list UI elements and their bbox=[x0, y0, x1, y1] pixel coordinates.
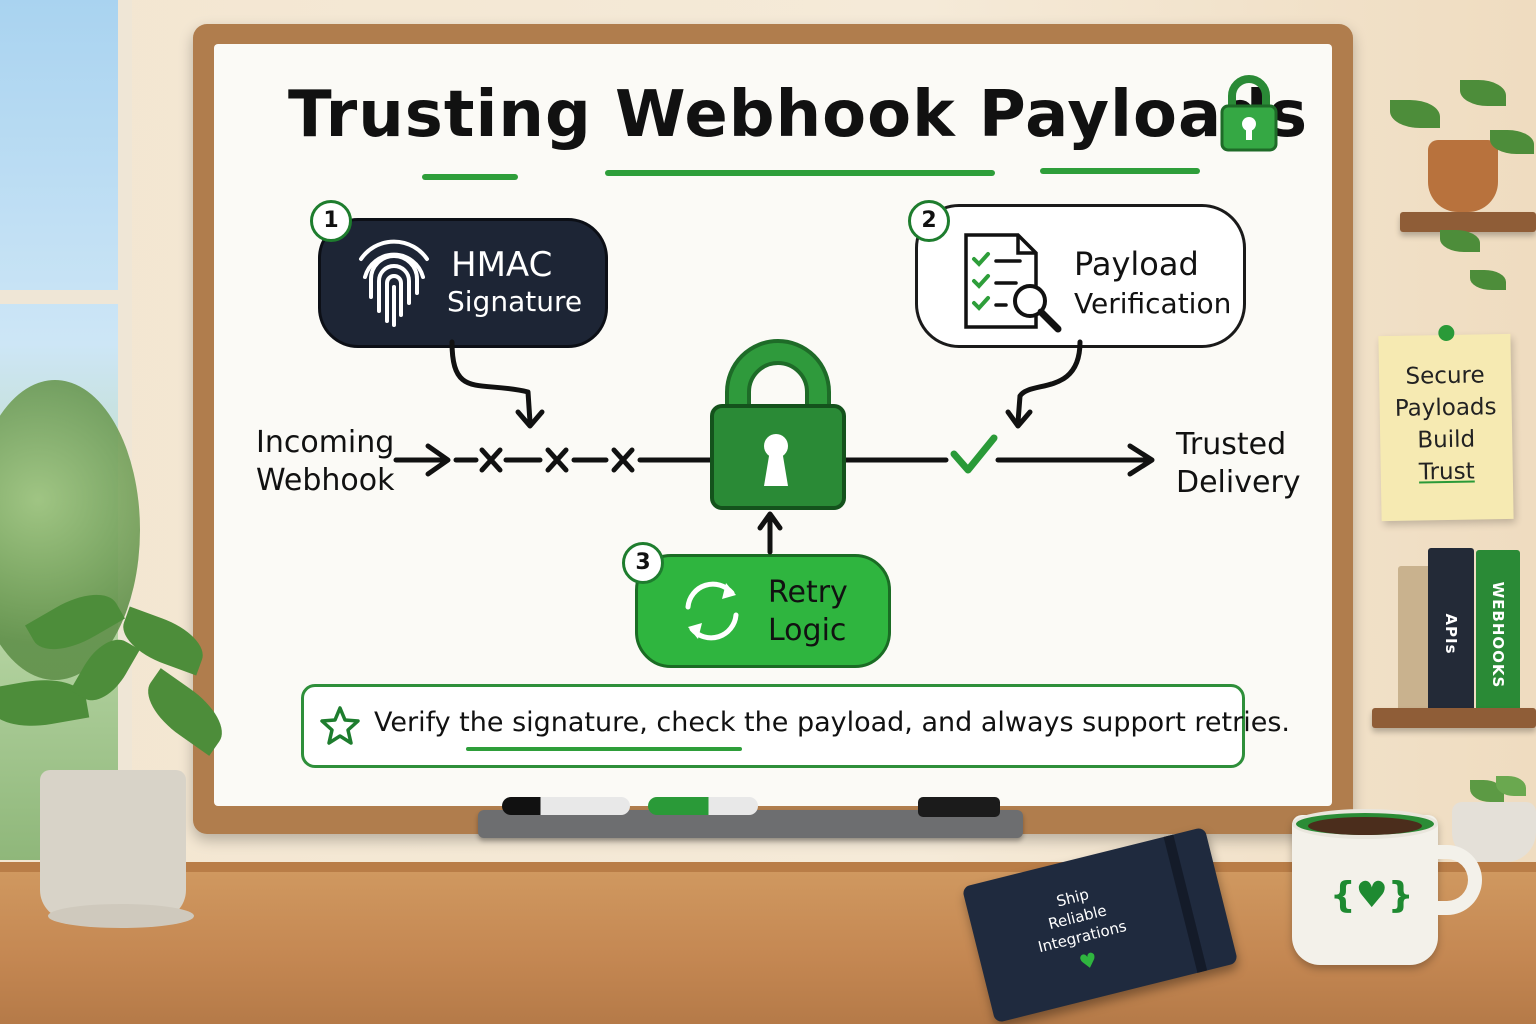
title-lock-icon bbox=[1220, 75, 1278, 152]
retry-icon bbox=[685, 581, 739, 641]
step-1-line-1: HMAC bbox=[451, 245, 553, 285]
payload-verification-bubble: Payload Verification bbox=[915, 204, 1246, 348]
flow-end-label: Trusted Delivery bbox=[1176, 426, 1301, 502]
tamper-x-mark bbox=[545, 447, 569, 473]
step-2-connector-head bbox=[1005, 409, 1033, 429]
eraser bbox=[918, 797, 1000, 817]
flow-start-line-2: Webhook bbox=[256, 463, 395, 498]
central-lock-icon bbox=[710, 339, 846, 510]
notebook-band bbox=[1163, 834, 1208, 973]
sticky-line-3: Build bbox=[1417, 426, 1476, 454]
window-mullion bbox=[0, 290, 118, 304]
step-2-line-1: Payload bbox=[1074, 245, 1199, 283]
summary-underline bbox=[466, 747, 742, 751]
heart-icon: ♥ bbox=[1076, 947, 1100, 975]
summary-callout: Verify the signature, check the payload,… bbox=[301, 684, 1290, 768]
mug-logo-icon: {♥} bbox=[1330, 875, 1414, 916]
step-1-connector-head bbox=[515, 409, 545, 429]
succulent-leaf bbox=[1496, 776, 1526, 796]
plant-leaf bbox=[1390, 100, 1440, 128]
summary-text: Verify the signature, check the payload,… bbox=[374, 707, 1290, 738]
lower-shelf bbox=[1372, 708, 1536, 728]
succulent-leaf bbox=[1470, 780, 1504, 802]
book-webhooks: WEBHOOKS bbox=[1476, 550, 1520, 720]
plant-leaf bbox=[1440, 230, 1480, 252]
verified-check-icon bbox=[950, 434, 998, 474]
book-apis: APIs bbox=[1428, 548, 1474, 720]
sticky-note: Secure Payloads Build Trust bbox=[1378, 324, 1514, 522]
fingerprint-icon bbox=[359, 239, 429, 327]
title-underline bbox=[1040, 168, 1200, 174]
sticky-line-1: Secure bbox=[1405, 362, 1485, 390]
title-underline bbox=[422, 174, 518, 180]
step-2-line-2: Verification bbox=[1074, 287, 1232, 320]
desk bbox=[0, 862, 1536, 1024]
upper-shelf bbox=[1400, 212, 1536, 232]
plant-leaf bbox=[1460, 80, 1506, 106]
book-webhooks-label: WEBHOOKS bbox=[1489, 581, 1507, 689]
checklist-magnifier-icon bbox=[964, 233, 1062, 333]
pushpin-icon bbox=[1438, 324, 1455, 342]
step-1-line-2: Signature bbox=[447, 285, 583, 318]
flow-start-line-1: Incoming bbox=[256, 425, 395, 460]
step-3-connector-head bbox=[757, 511, 783, 531]
star-icon bbox=[320, 706, 360, 745]
step-3-badge: 3 bbox=[622, 542, 664, 584]
incoming-arrow-head bbox=[425, 443, 451, 477]
tamper-x-mark bbox=[479, 447, 503, 473]
mug-coffee bbox=[1308, 817, 1422, 835]
step-2-badge: 2 bbox=[908, 200, 950, 242]
step-1-connector bbox=[449, 339, 533, 425]
hanging-plant-pot bbox=[1428, 140, 1498, 212]
black-marker bbox=[502, 797, 630, 815]
plant-leaf bbox=[1470, 270, 1506, 290]
plant-saucer bbox=[48, 904, 194, 928]
sticky-line-4: Trust bbox=[1418, 458, 1475, 486]
step-1-badge: 1 bbox=[310, 200, 352, 242]
outgoing-arrow-head bbox=[1127, 443, 1155, 477]
step-3-line-1: Retry bbox=[768, 575, 848, 610]
book-apis-label: APIs bbox=[1442, 613, 1460, 655]
plant-pot bbox=[40, 770, 186, 920]
flow-start-label: Incoming Webhook bbox=[256, 424, 395, 500]
tamper-x-mark bbox=[611, 447, 635, 473]
title-underline bbox=[605, 170, 995, 176]
step-3-line-2: Logic bbox=[768, 613, 847, 648]
green-marker bbox=[648, 797, 758, 815]
flow-end-line-1: Trusted bbox=[1176, 427, 1287, 462]
flow-end-line-2: Delivery bbox=[1176, 465, 1301, 500]
plant-leaf bbox=[1490, 130, 1534, 154]
hmac-signature-bubble: HMAC Signature bbox=[318, 218, 608, 348]
retry-logic-bubble: Retry Logic bbox=[635, 554, 891, 668]
sticky-line-2: Payloads bbox=[1394, 394, 1497, 422]
coffee-mug: {♥} bbox=[1292, 809, 1482, 965]
step-2-connector bbox=[1015, 339, 1083, 425]
board-title: Trusting Webhook Payloads bbox=[288, 78, 1309, 152]
